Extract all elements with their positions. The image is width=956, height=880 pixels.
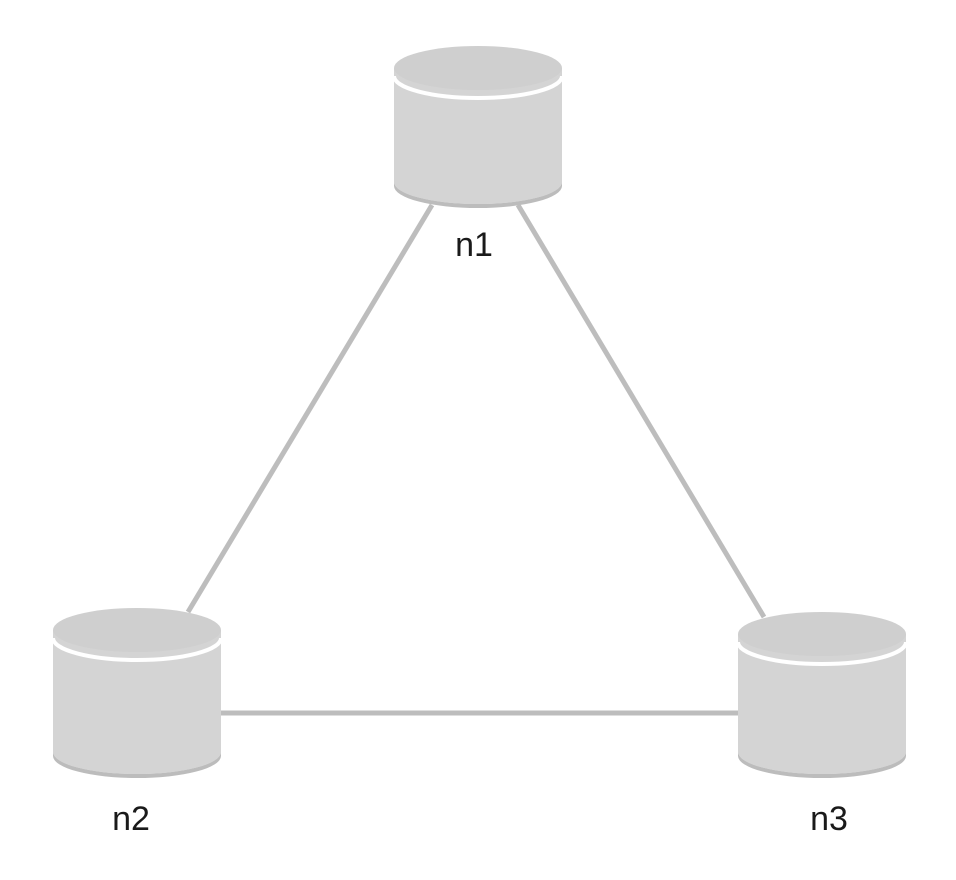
node-n2[interactable]: n2 (51, 608, 223, 838)
node-n1[interactable]: n1 (392, 46, 564, 264)
edge-n1-n2 (185, 203, 435, 614)
edge-n1-n3 (515, 203, 767, 619)
node-label-n1: n1 (455, 226, 493, 264)
node-n3[interactable]: n3 (736, 612, 908, 838)
database-cylinder-icon (51, 608, 223, 778)
database-cylinder-icon (392, 46, 564, 208)
edges (185, 203, 767, 716)
database-cylinder-icon (736, 612, 908, 778)
node-label-n2: n2 (112, 800, 150, 838)
node-label-n3: n3 (810, 800, 848, 838)
